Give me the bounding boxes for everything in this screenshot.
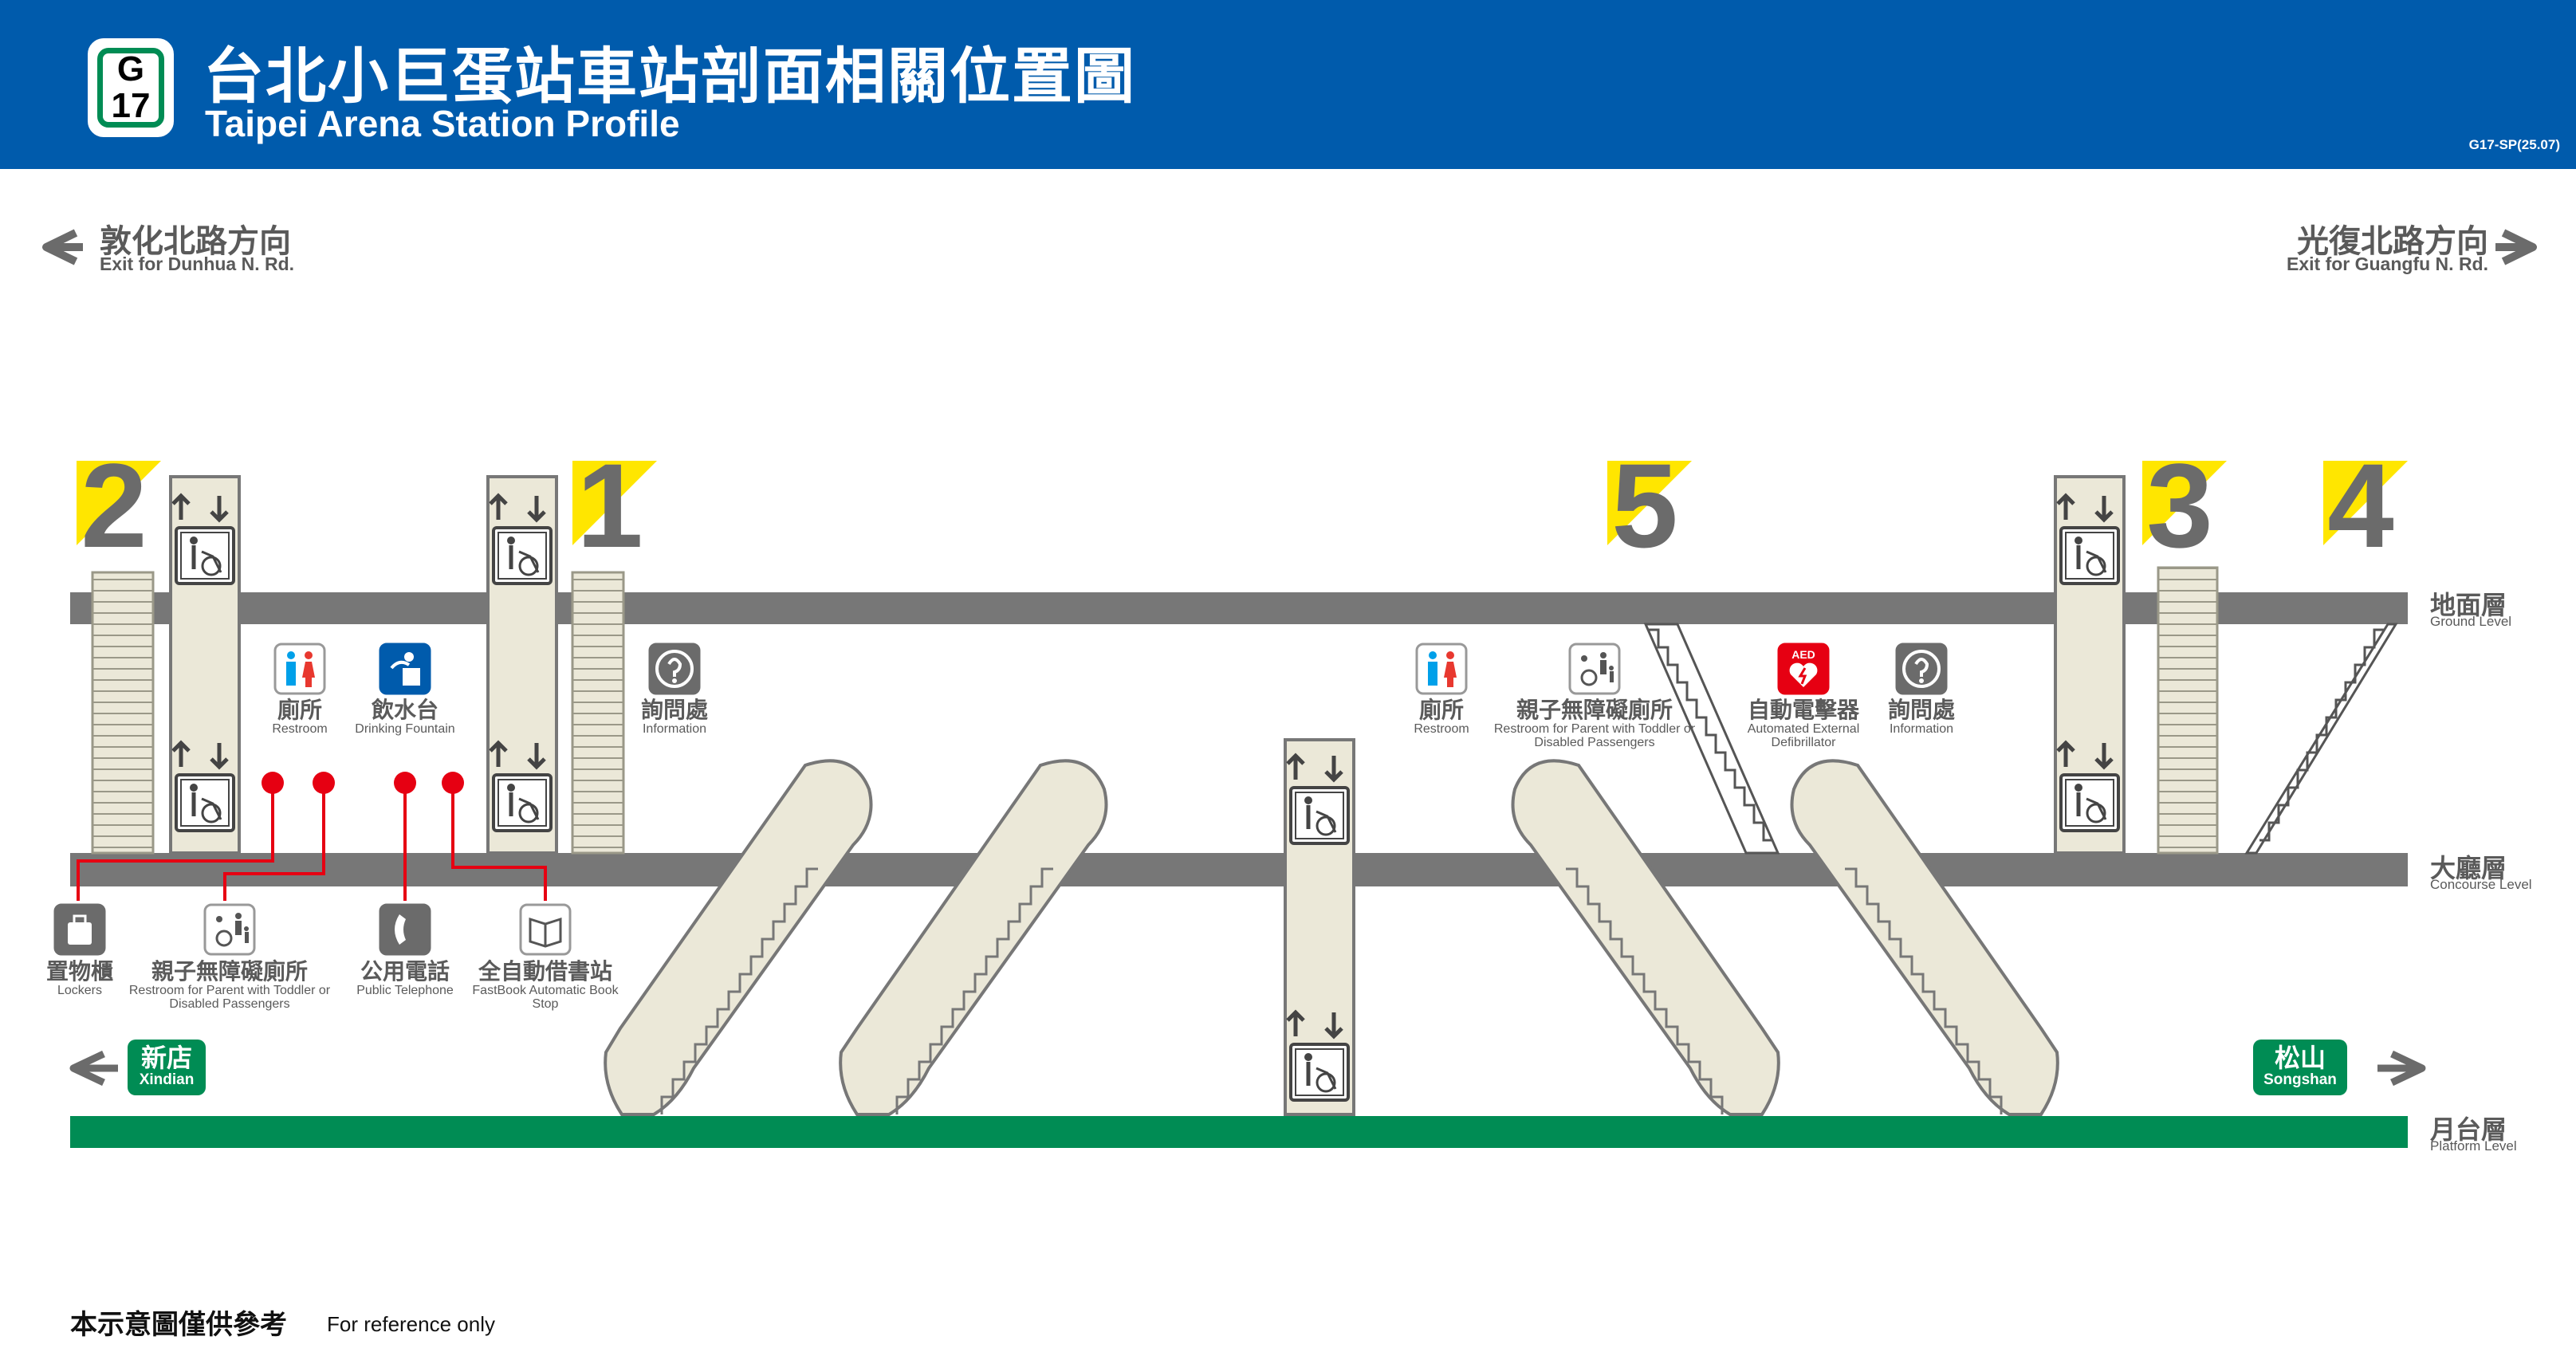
information-icon — [1895, 643, 1948, 695]
platform-level-slab — [70, 1116, 2408, 1148]
facility-leader-lines — [77, 783, 547, 901]
exit-number-3: 3 — [2146, 438, 2212, 572]
family-accessible-restroom-icon — [1568, 643, 1621, 695]
elevator-sign-icon — [171, 740, 235, 832]
exit-marker-2 — [77, 461, 161, 545]
stairs-exit-4 — [2244, 623, 2398, 855]
elevator-sign-icon — [2056, 493, 2120, 585]
facility-lockers: 置物櫃 Lockers — [45, 959, 114, 998]
elevator-sign-icon — [2056, 740, 2120, 832]
elevator-sign-icon — [489, 493, 553, 585]
direction-xindian: 新店 Xindian — [128, 1040, 206, 1095]
station-number: 17 — [111, 86, 151, 125]
right-exit-arrow-icon — [2495, 229, 2537, 265]
right-exit-direction-en: Exit for Guangfu N. Rd. — [2287, 254, 2488, 274]
exit-marker-5 — [1607, 461, 1692, 545]
information-icon — [648, 643, 701, 695]
restroom-icon — [273, 643, 326, 695]
concourse-level-label-zh: 大廳層 — [2430, 854, 2507, 882]
exit-marker-4 — [2323, 461, 2408, 545]
elevator-signs — [171, 493, 2120, 1102]
facility-aed: 自動電擊器 Automated External Defibrillator — [1747, 698, 1860, 750]
exit-number-5: 5 — [1611, 438, 1677, 572]
stairs-exit-5 — [1643, 623, 1780, 855]
left-exit-arrow-icon — [42, 229, 83, 265]
platform-level-label-zh: 月台層 — [2430, 1115, 2507, 1144]
platform-level-label-en: Platform Level — [2430, 1138, 2517, 1154]
locker-icon — [53, 903, 106, 956]
escalator-4 — [1790, 759, 2059, 1116]
stairs-exit-3 — [2157, 566, 2219, 855]
family-accessible-restroom-icon — [203, 903, 256, 956]
exit-number-1: 1 — [576, 438, 643, 572]
ground-level-label-zh: 地面層 — [2430, 591, 2507, 619]
exit-number-4: 4 — [2327, 438, 2393, 572]
exit-marker-1 — [572, 461, 657, 545]
disclaimer-zh: 本示意圖僅供參考 — [70, 1310, 287, 1340]
page-title-zh: 台北小巨蛋站車站剖面相關位置圖 — [203, 43, 1136, 111]
map-code: G17-SP(25.07) — [2468, 137, 2560, 152]
station-code-badge: G 17 — [88, 38, 174, 137]
stairs-exit-1 — [571, 571, 625, 855]
station-code-frame: G 17 — [97, 48, 164, 128]
ground-level-slab — [70, 592, 2408, 624]
facility-family-restroom-platform: 親子無障礙廁所 Restroom for Parent with Toddler… — [128, 959, 331, 1012]
facility-public-telephone: 公用電話 Public Telephone — [356, 959, 454, 998]
elevator-sign-icon — [171, 493, 235, 585]
line-code: G — [116, 49, 145, 88]
facility-information-right: 詢問處 Information — [1887, 698, 1956, 737]
facility-fastbook: 全自動借書站 FastBook Automatic Book Stop — [472, 959, 619, 1012]
concourse-level-label-en: Concourse Level — [2430, 877, 2532, 892]
escalator-3 — [1511, 759, 1780, 1116]
aed-icon: AED — [1777, 643, 1830, 695]
drinking-fountain-icon — [379, 643, 431, 695]
facility-information-left: 詢問處 Information — [640, 698, 709, 737]
concourse-level-slab — [70, 853, 2408, 886]
right-exit-direction-zh: 光復北路方向 — [2297, 224, 2488, 259]
book-stop-icon — [519, 903, 572, 956]
elevator-sign-icon — [1286, 753, 1350, 845]
exit-marker-3 — [2142, 461, 2227, 545]
disclaimer-en: For reference only — [327, 1312, 495, 1336]
ground-level-label-en: Ground Level — [2430, 614, 2512, 629]
direction-songshan: 松山 Songshan — [2253, 1040, 2347, 1095]
facility-icons: AED — [53, 643, 1948, 956]
exit-number-2: 2 — [81, 438, 147, 572]
xindian-arrow-icon — [69, 1050, 118, 1087]
elevator-sign-icon — [1286, 1009, 1350, 1102]
facility-restroom-left: 廁所 Restroom — [272, 698, 328, 737]
restroom-icon — [1415, 643, 1468, 695]
elevator-sign-icon — [489, 740, 553, 832]
stairs-exit-2 — [91, 571, 155, 855]
facility-family-restroom-concourse: 親子無障礙廁所 Restroom for Parent with Toddler… — [1493, 698, 1696, 750]
escalator-2 — [839, 759, 1108, 1116]
escalator-1 — [604, 759, 873, 1116]
facility-leader-dots — [262, 772, 464, 794]
facility-drinking-fountain: 飲水台 Drinking Fountain — [355, 698, 455, 737]
header-bar: G 17 台北小巨蛋站車站剖面相關位置圖 Taipei Arena Statio… — [0, 0, 2576, 169]
svg-text:AED: AED — [1791, 648, 1815, 661]
page-title-en: Taipei Arena Station Profile — [205, 103, 680, 144]
left-exit-direction-zh: 敦化北路方向 — [100, 224, 291, 259]
facility-restroom-right: 廁所 Restroom — [1414, 698, 1469, 737]
left-exit-direction-en: Exit for Dunhua N. Rd. — [100, 254, 295, 274]
songshan-arrow-icon — [2377, 1050, 2426, 1087]
telephone-icon — [379, 903, 431, 956]
